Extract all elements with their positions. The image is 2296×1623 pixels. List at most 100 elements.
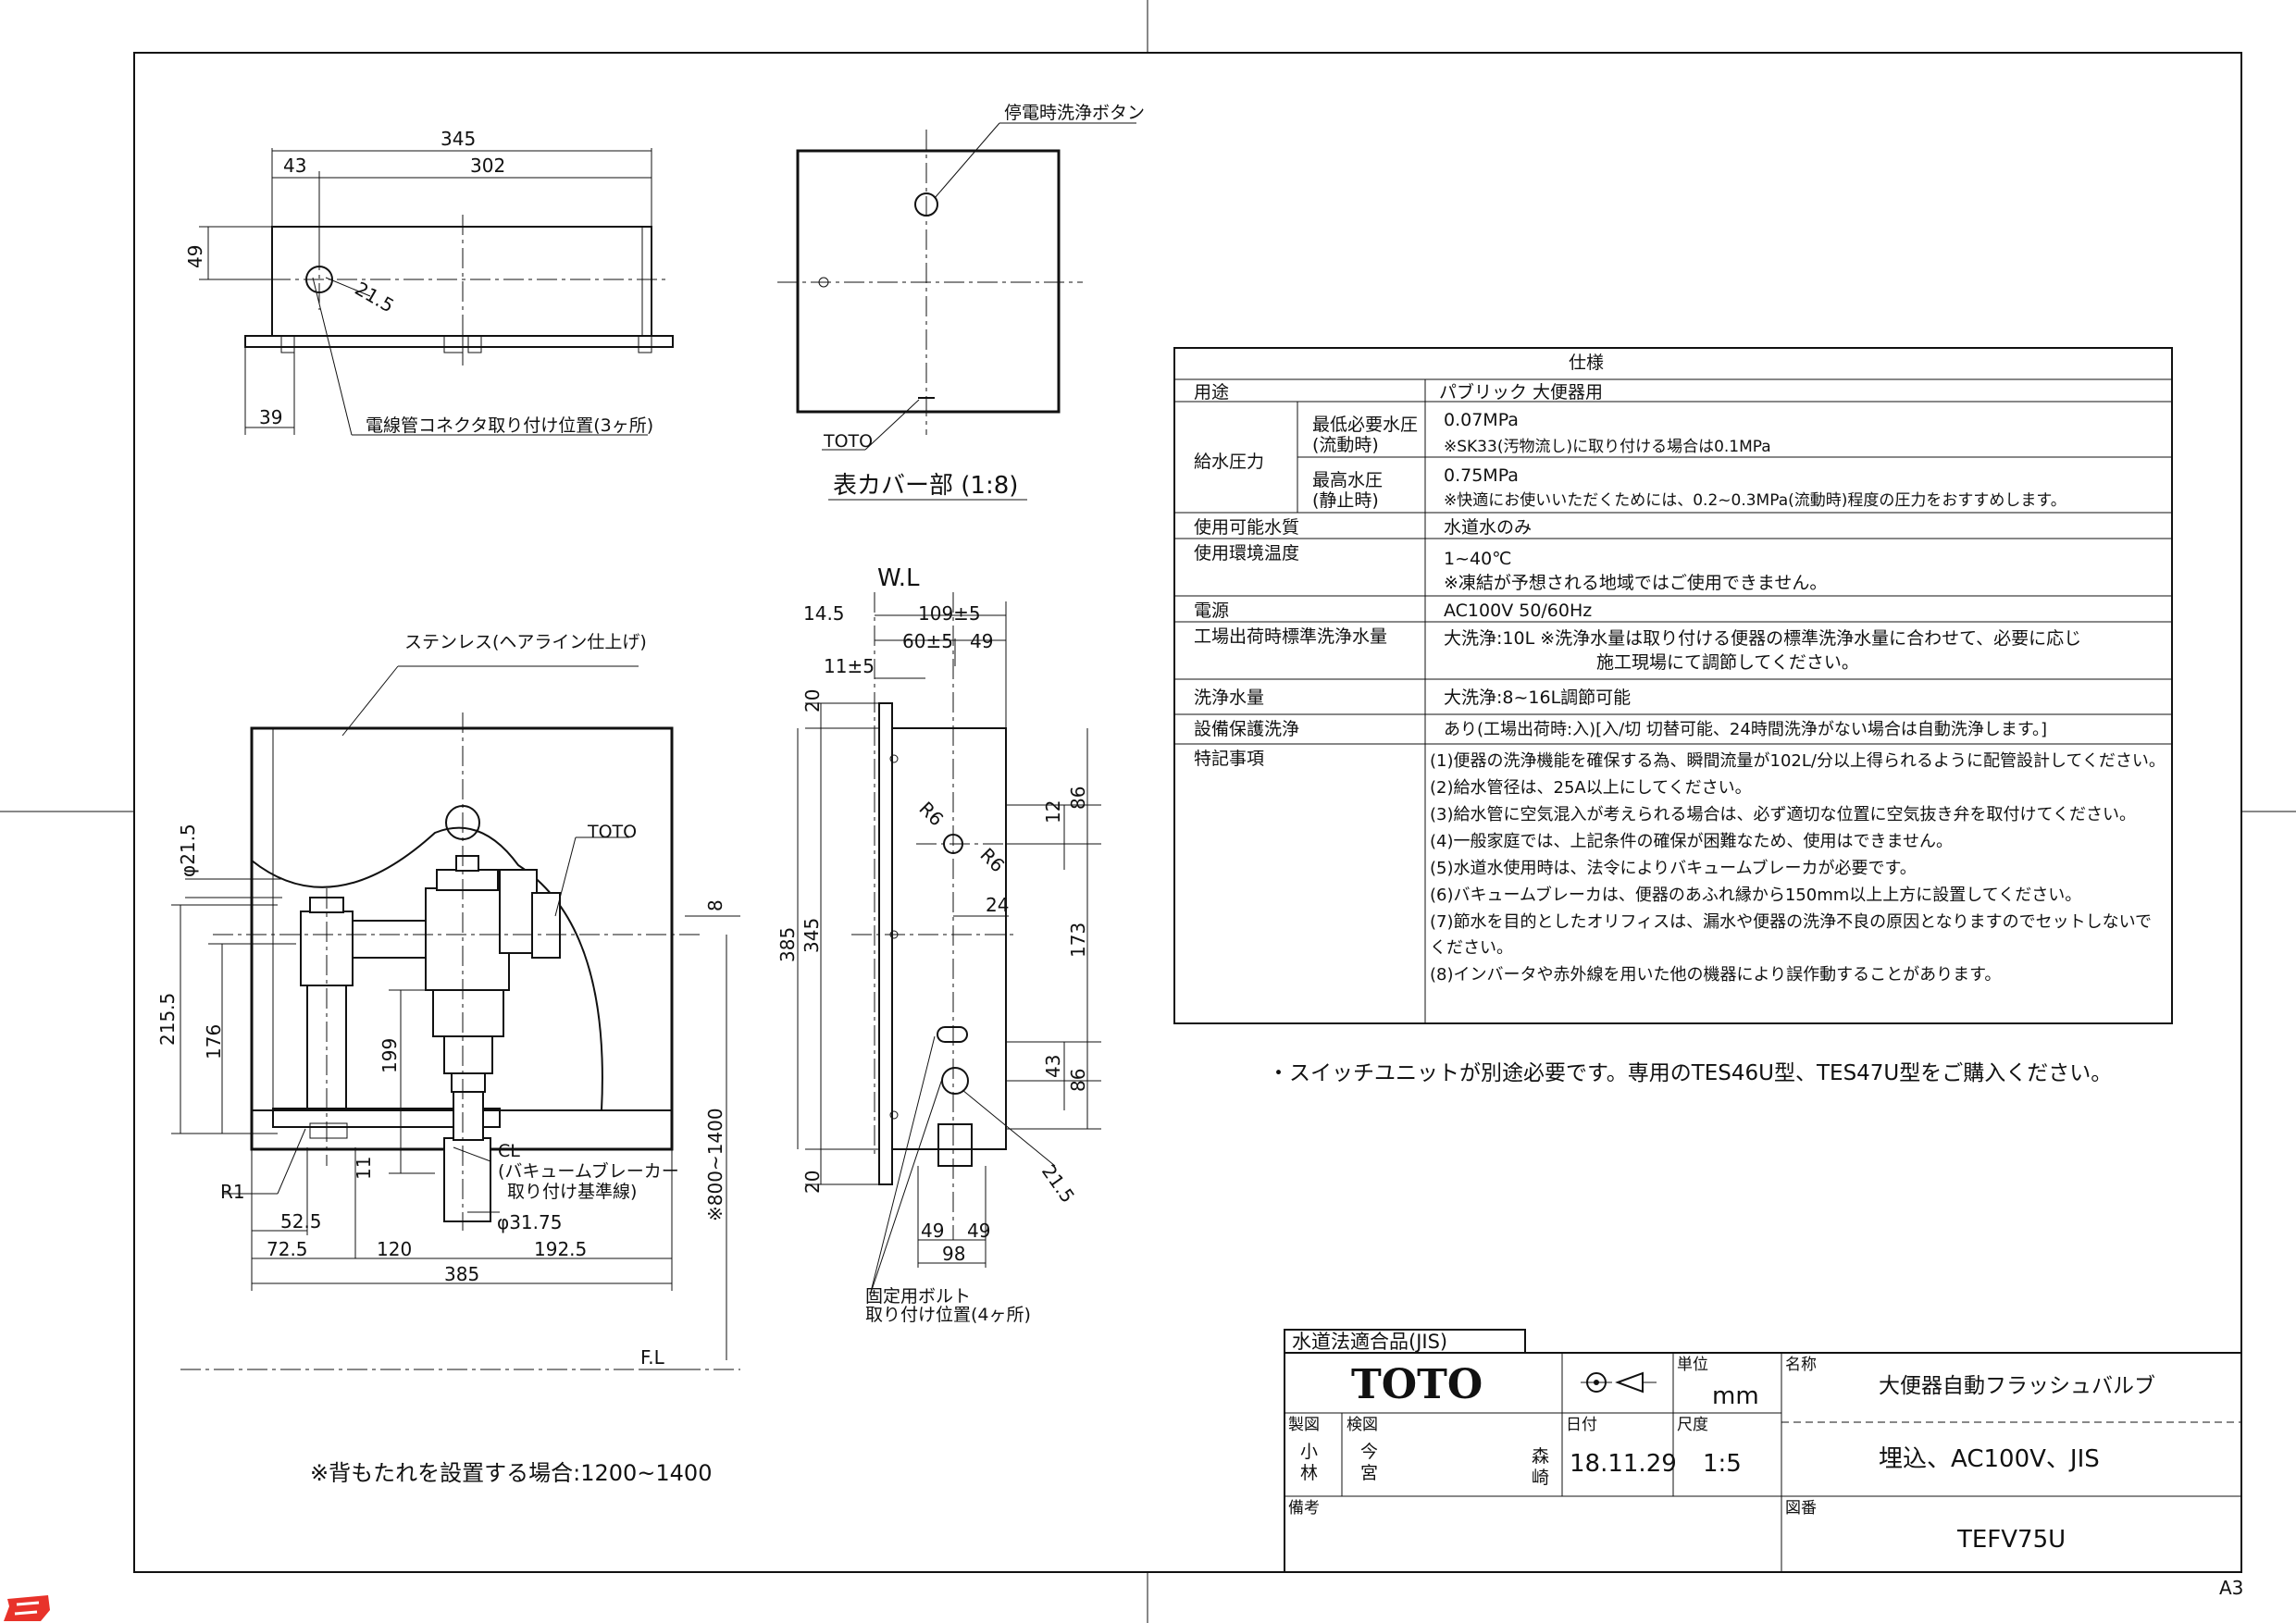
spec-value-factory-volume: 大洗浄:10L ※洗浄水量は取り付ける便器の標準洗浄水量に合わせて、必要に応じ bbox=[1444, 628, 2081, 649]
dim-86-bottom: 86 bbox=[1067, 1069, 1089, 1092]
spec-label-power: 電源 bbox=[1194, 601, 1229, 621]
spec-note-4: (4)一般家庭では、上記条件の確保が困難なため、使用はできません。 bbox=[1430, 832, 1953, 851]
spec-note-8: (8)インバータや赤外線を用いた他の機器により誤作動することがあります。 bbox=[1430, 965, 2001, 985]
dim-98: 98 bbox=[942, 1243, 965, 1265]
approved-by-2: 崎 bbox=[1532, 1468, 1549, 1488]
jis-label: 水道法適合品(JIS) bbox=[1292, 1331, 1447, 1353]
spec-label-notes: 特記事項 bbox=[1194, 749, 1264, 769]
spec-label-pressure: 給水圧力 bbox=[1194, 452, 1264, 472]
spec-sub-max-pressure: 最高水圧 bbox=[1312, 470, 1383, 490]
spec-sub-min-pressure: 最低必要水圧 bbox=[1312, 415, 1418, 435]
spec-val-min-pressure: 0.07MPa bbox=[1444, 410, 1519, 430]
dim-173: 173 bbox=[1067, 923, 1089, 958]
front-brand: TOTO bbox=[587, 822, 637, 842]
dim-52-5: 52.5 bbox=[280, 1210, 322, 1233]
spec-value-protect-flush: あり(工場出荷時:入)[入/切 切替可能、24時間洗浄がない場合は自動洗浄します… bbox=[1444, 720, 2047, 739]
bolt-note-2: 取り付け位置(4ヶ所) bbox=[865, 1305, 1031, 1325]
dim-21-5-top: 21.5 bbox=[352, 278, 399, 317]
product-desc: 埋込、AC100V、JIS bbox=[1879, 1445, 2100, 1473]
connector-note: 電線管コネクタ取り付け位置(3ヶ所) bbox=[366, 415, 653, 436]
spec-value-water-quality: 水道水のみ bbox=[1444, 517, 1532, 538]
switch-unit-note: ・スイッチユニットが別途必要です。専用のTES46U型、TES47U型をご購入く… bbox=[1268, 1061, 2112, 1085]
front-view bbox=[171, 665, 740, 1370]
cl-note-1: CL bbox=[498, 1141, 520, 1161]
spec-title: 仕様 bbox=[1569, 353, 1604, 373]
scale-value: 1:5 bbox=[1703, 1450, 1742, 1478]
dim-345-side: 345 bbox=[800, 918, 823, 953]
cover-brand: TOTO bbox=[823, 431, 873, 452]
dim-11-front: 11 bbox=[353, 1157, 375, 1180]
dim-72-5: 72.5 bbox=[267, 1238, 308, 1260]
bolt-note-1: 固定用ボルト bbox=[865, 1286, 971, 1307]
remarks-label: 備考 bbox=[1288, 1499, 1320, 1518]
water-level: W.L bbox=[877, 564, 920, 592]
dim-49-right: 49 bbox=[967, 1220, 990, 1242]
dim-39: 39 bbox=[259, 406, 282, 428]
spec-value-power: AC100V 50/60Hz bbox=[1444, 601, 1592, 621]
cover-caption: 表カバー部 (1:8) bbox=[833, 472, 1018, 500]
spec-label-protect-flush: 設備保護洗浄 bbox=[1194, 719, 1299, 739]
dim-86-top: 86 bbox=[1067, 787, 1089, 810]
dim-302: 302 bbox=[470, 155, 505, 177]
dim-49-left: 49 bbox=[921, 1220, 944, 1242]
stainless-note: ステンレス(ヘアライン仕上げ) bbox=[404, 632, 647, 652]
drawing-no-label: 図番 bbox=[1785, 1499, 1817, 1518]
corner-stamp-icon bbox=[4, 1595, 50, 1621]
dim-20-top: 20 bbox=[801, 689, 824, 712]
dim-phi31-75: φ31.75 bbox=[497, 1211, 562, 1233]
dim-21-5-side: 21.5 bbox=[1037, 1160, 1079, 1207]
power-outage-button-note: 停電時洗浄ボタン bbox=[1004, 103, 1145, 123]
dim-800-1400: ※800~1400 bbox=[704, 1108, 726, 1221]
dim-r6-b: R6 bbox=[975, 844, 1009, 877]
spec-label-flush-volume: 洗浄水量 bbox=[1194, 688, 1264, 708]
date-value: 18.11.29 bbox=[1570, 1450, 1677, 1478]
drawing-number: TEFV75U bbox=[1956, 1526, 2066, 1554]
sheet-size: A3 bbox=[2219, 1577, 2243, 1599]
spec-label-temp: 使用環境温度 bbox=[1194, 543, 1299, 564]
dim-r6-a: R6 bbox=[914, 798, 948, 831]
spec-value-temp-note: ※凍結が予想される地域ではご使用できません。 bbox=[1444, 573, 1827, 593]
unit-label: 単位 bbox=[1677, 1356, 1708, 1374]
spec-label-factory-volume: 工場出荷時標準洗浄水量 bbox=[1194, 626, 1387, 647]
backrest-note: ※背もたれを設置する場合:1200~1400 bbox=[310, 1460, 712, 1486]
checked-label: 検図 bbox=[1347, 1416, 1378, 1434]
name-label: 名称 bbox=[1785, 1356, 1817, 1374]
dim-r1: R1 bbox=[220, 1181, 245, 1203]
spec-table bbox=[1173, 347, 2173, 1024]
dim-120: 120 bbox=[377, 1238, 412, 1260]
spec-note-3: (3)給水管に空気混入が考えられる場合は、必ず適切な位置に空気抜き弁を取付けてく… bbox=[1430, 805, 2136, 824]
dim-192-5: 192.5 bbox=[534, 1238, 587, 1260]
dim-12: 12 bbox=[1042, 800, 1064, 824]
date-label: 日付 bbox=[1566, 1416, 1597, 1434]
drawn-label: 製図 bbox=[1288, 1416, 1320, 1434]
cl-note-2: (バキュームブレーカー bbox=[498, 1160, 679, 1182]
spec-note-7: (7)節水を目的としたオリフィスは、漏水や便器の洗浄不良の原因となりますのでセッ… bbox=[1430, 912, 2152, 932]
spec-val-max-pressure: 0.75MPa bbox=[1444, 465, 1519, 486]
title-block bbox=[1284, 1329, 2242, 1573]
dim-24: 24 bbox=[986, 894, 1009, 916]
toto-logo: TOTO bbox=[1351, 1361, 1483, 1408]
spec-value-use: パブリック 大便器用 bbox=[1439, 381, 1603, 403]
dim-49-top: 49 bbox=[970, 630, 993, 652]
side-view bbox=[797, 592, 1101, 1296]
dim-385-front: 385 bbox=[444, 1263, 479, 1285]
spec-sub-max-pressure-b: (静止時) bbox=[1312, 490, 1379, 511]
dim-11-side: 11±5 bbox=[824, 655, 875, 677]
spec-note-7b: ください。 bbox=[1430, 938, 1513, 958]
dim-43: 43 bbox=[283, 155, 306, 177]
dim-14-5: 14.5 bbox=[803, 602, 845, 625]
approved-by-1: 森 bbox=[1532, 1446, 1549, 1467]
dim-215-5: 215.5 bbox=[156, 993, 179, 1046]
floor-level: F.L bbox=[640, 1346, 665, 1369]
spec-value-flush-volume: 大洗浄:8~16L調節可能 bbox=[1444, 688, 1631, 708]
spec-note-5: (5)水道水使用時は、法令によりバキュームブレーカが必要です。 bbox=[1430, 858, 1917, 878]
unit-value: mm bbox=[1712, 1382, 1759, 1410]
spec-sub-min-pressure-b: (流動時) bbox=[1312, 435, 1379, 455]
spec-note-2: (2)給水管径は、25A以上にしてください。 bbox=[1430, 778, 1752, 798]
cover-view bbox=[777, 122, 1136, 501]
scale-label: 尺度 bbox=[1677, 1416, 1708, 1434]
spec-note-1: (1)便器の洗浄機能を確保する為、瞬間流量が102L/分以上得られるように配管設… bbox=[1430, 751, 2166, 771]
product-name: 大便器自動フラッシュバルブ bbox=[1879, 1374, 2155, 1398]
spec-value-factory-volume-note: 施工現場にて調節してください。 bbox=[1596, 652, 1859, 673]
